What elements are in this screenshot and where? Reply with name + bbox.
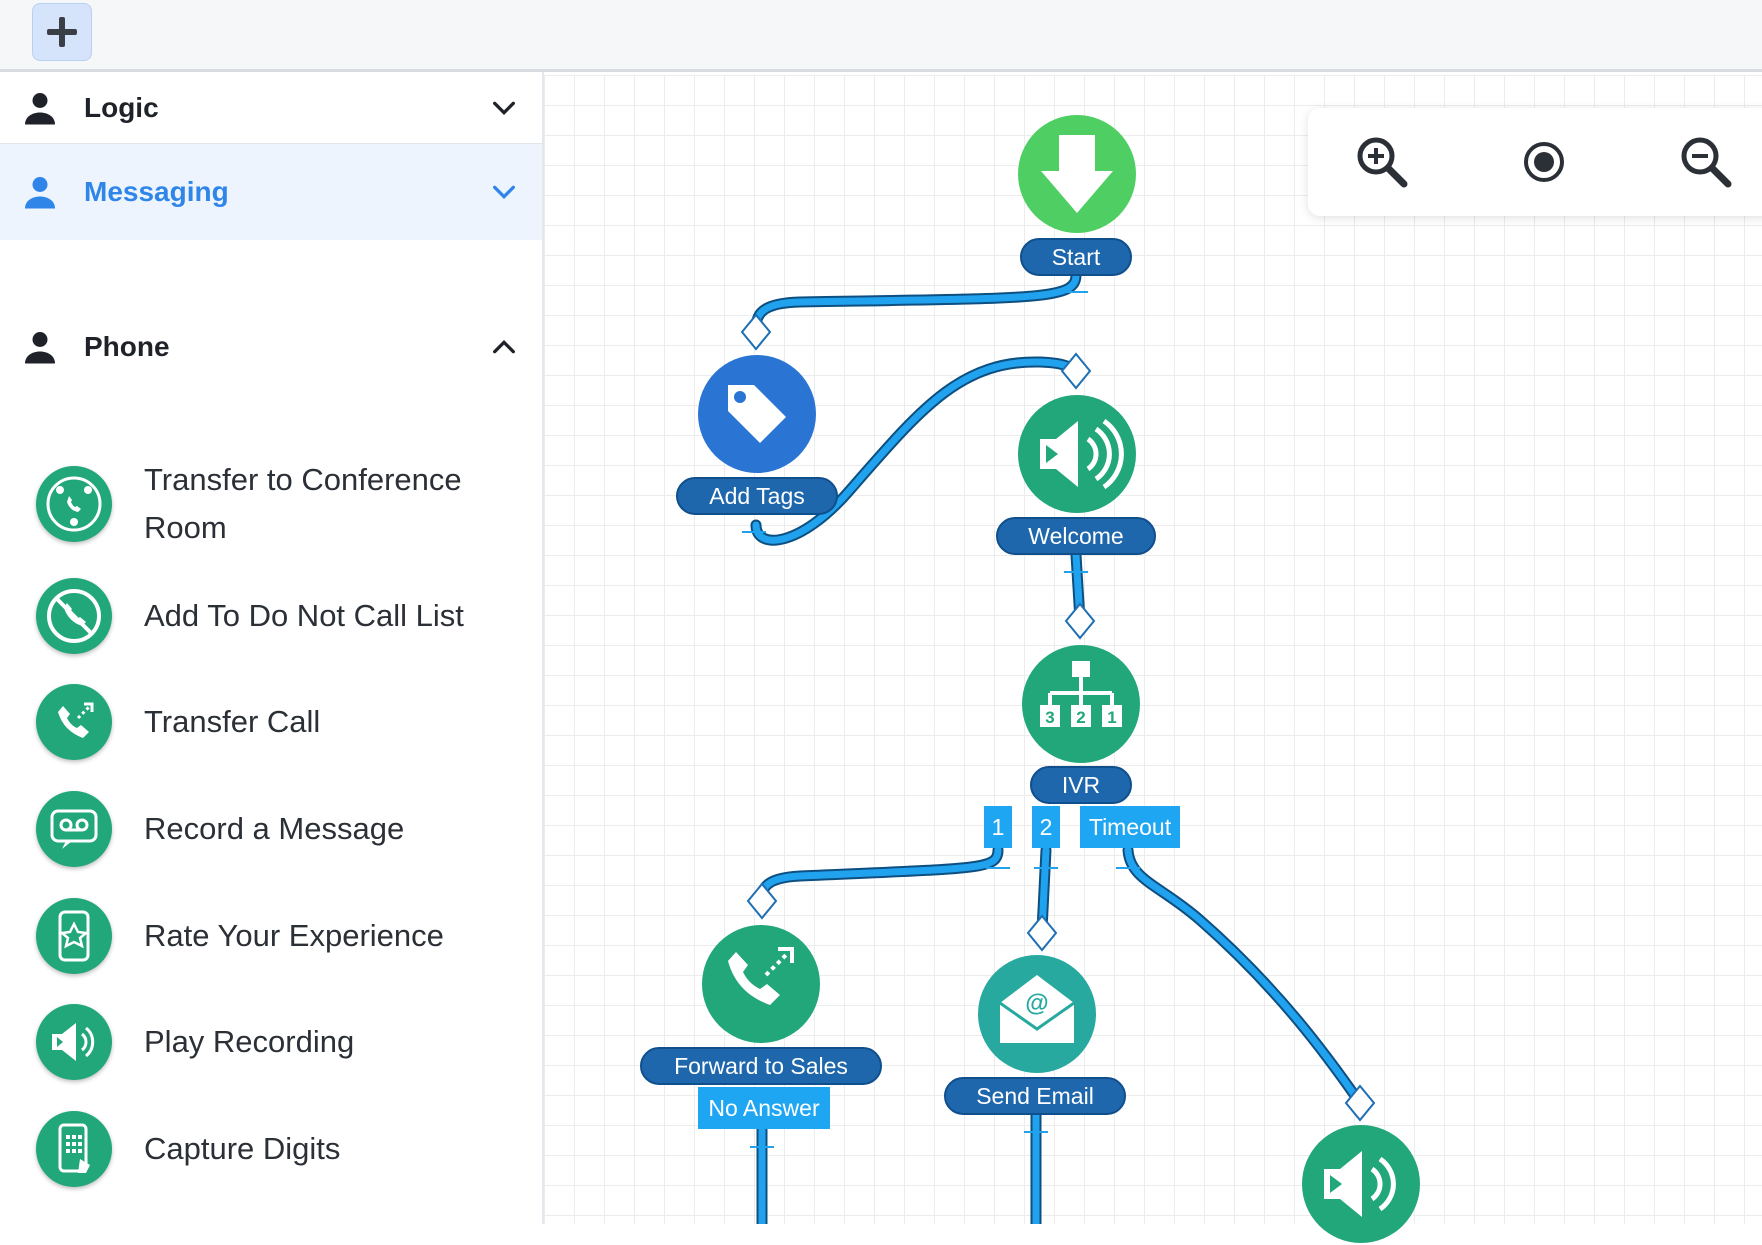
palette-item-label: Capture Digits bbox=[144, 1131, 341, 1166]
node-forward-icon[interactable] bbox=[700, 923, 822, 1045]
port-ivr-1[interactable]: 1 bbox=[984, 806, 1012, 848]
port-forward-no-answer[interactable]: No Answer bbox=[698, 1087, 830, 1129]
input-port bbox=[746, 882, 778, 920]
palette-item-label: Add To Do Not Call List bbox=[144, 598, 464, 633]
palette-item-transfer-call[interactable]: Transfer Call bbox=[0, 672, 542, 772]
category-label: Logic bbox=[84, 91, 159, 123]
input-port bbox=[1344, 1084, 1376, 1122]
add-button[interactable] bbox=[32, 3, 92, 61]
speaker-icon bbox=[36, 1004, 112, 1080]
input-port bbox=[1064, 602, 1096, 640]
palette-item-record-a-message[interactable]: Record a Message bbox=[0, 779, 542, 879]
node-add-tags-icon[interactable] bbox=[696, 353, 818, 475]
block-palette-sidebar: Logic Messaging Phone bbox=[0, 72, 544, 1224]
zoom-out-icon[interactable] bbox=[1678, 134, 1734, 190]
palette-item-capture-digits[interactable]: Capture Digits bbox=[0, 1099, 542, 1199]
zoom-in-icon[interactable] bbox=[1354, 134, 1410, 190]
node-label-send-email[interactable]: Send Email bbox=[944, 1077, 1126, 1115]
node-play-recording-icon[interactable] bbox=[1300, 1123, 1422, 1245]
chevron-down-icon bbox=[493, 101, 515, 115]
svg-text:2: 2 bbox=[1076, 708, 1085, 727]
svg-text:@: @ bbox=[1025, 990, 1048, 1017]
node-label-forward-to-sales[interactable]: Forward to Sales bbox=[640, 1047, 882, 1085]
category-label: Phone bbox=[84, 331, 170, 362]
zoom-controls bbox=[1308, 108, 1762, 216]
palette-item-label: Play Recording bbox=[144, 1024, 355, 1059]
svg-text:1: 1 bbox=[1107, 708, 1116, 727]
node-start-icon[interactable] bbox=[1016, 113, 1138, 235]
input-port bbox=[1026, 914, 1058, 952]
palette-item-label: Rate Your Experience bbox=[144, 918, 444, 953]
person-icon bbox=[25, 332, 55, 364]
category-messaging[interactable]: Messaging bbox=[0, 144, 542, 240]
palette-item-add-to-do-not-call-list[interactable]: Add To Do Not Call List bbox=[0, 566, 542, 666]
category-label: Messaging bbox=[84, 176, 229, 207]
palette-item-label: Transfer to Conference Room bbox=[144, 462, 462, 545]
rating-icon bbox=[36, 898, 112, 974]
center-icon[interactable] bbox=[1516, 134, 1572, 190]
node-ivr-icon[interactable]: 3 2 1 bbox=[1020, 643, 1142, 765]
conference-icon bbox=[36, 466, 112, 542]
node-label-start[interactable]: Start bbox=[1020, 238, 1132, 276]
node-label-add-tags[interactable]: Add Tags bbox=[676, 477, 838, 515]
connector-ivr-timeout bbox=[1122, 844, 1364, 1106]
palette-item-label: Record a Message bbox=[144, 811, 405, 846]
plus-icon bbox=[47, 17, 77, 47]
palette-item-transfer-to-conference-room[interactable]: Transfer to Conference Room bbox=[0, 444, 542, 564]
top-toolbar bbox=[0, 0, 1762, 72]
person-icon bbox=[25, 92, 55, 124]
voicemail-icon bbox=[36, 791, 112, 867]
chevron-up-icon bbox=[493, 340, 515, 354]
port-ivr-timeout[interactable]: Timeout bbox=[1080, 806, 1180, 848]
node-welcome-icon[interactable] bbox=[1016, 393, 1138, 515]
node-send-email-icon[interactable]: @ bbox=[976, 953, 1098, 1075]
input-port bbox=[740, 313, 772, 351]
transfer-call-icon bbox=[36, 684, 112, 760]
palette-item-play-recording[interactable]: Play Recording bbox=[0, 992, 542, 1092]
category-logic[interactable]: Logic bbox=[0, 72, 542, 144]
palette-item-rate-your-experience[interactable]: Rate Your Experience bbox=[0, 886, 542, 986]
person-icon bbox=[25, 177, 55, 209]
port-ivr-2[interactable]: 2 bbox=[1032, 806, 1060, 848]
palette-item-label: Transfer Call bbox=[144, 704, 321, 739]
node-label-welcome[interactable]: Welcome bbox=[996, 517, 1156, 555]
chevron-down-icon bbox=[493, 185, 515, 199]
do-not-call-icon bbox=[36, 578, 112, 654]
input-port bbox=[1060, 352, 1092, 390]
keypad-icon bbox=[36, 1111, 112, 1187]
category-phone[interactable]: Phone bbox=[0, 290, 542, 404]
node-label-ivr[interactable]: IVR bbox=[1030, 766, 1132, 804]
svg-text:3: 3 bbox=[1045, 708, 1054, 727]
